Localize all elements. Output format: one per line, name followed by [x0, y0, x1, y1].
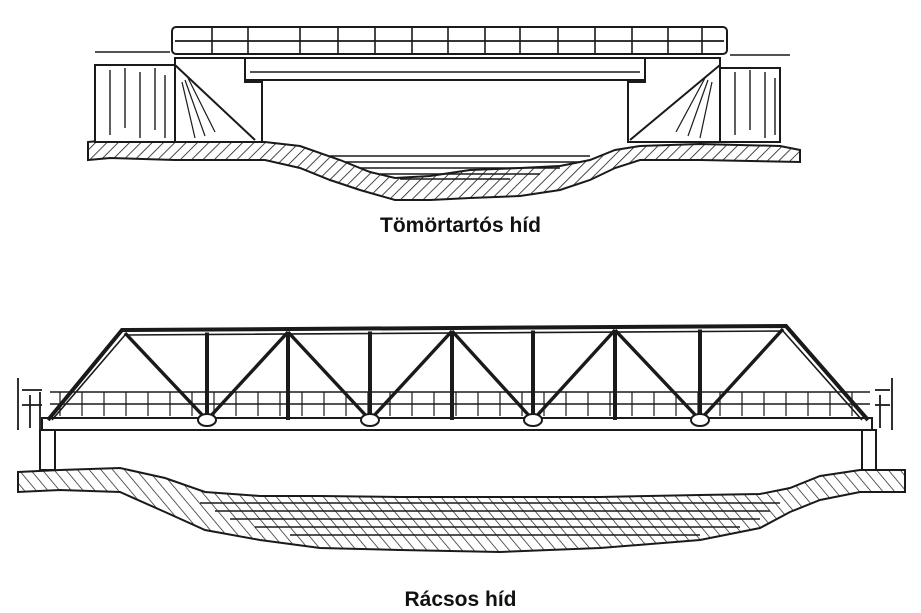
truss-bridge-drawing	[17, 323, 906, 554]
truss-diagonal-7	[613, 328, 702, 422]
truss-deck-railing-posts	[59, 392, 853, 416]
truss-diagonal-5	[450, 329, 535, 422]
truss-diagonals	[123, 327, 785, 422]
solid-girder-bridge-caption: Tömörtartós híd	[380, 214, 541, 237]
left-bank-ground	[87, 138, 801, 201]
truss-verticals	[205, 329, 702, 420]
truss-river-water	[200, 502, 780, 536]
truss-right-abutment	[861, 429, 877, 471]
truss-bridge-caption: Rácsos híd	[404, 588, 517, 611]
truss-top-chord	[46, 323, 870, 422]
truss-node-1	[197, 413, 217, 427]
river-water	[330, 155, 590, 180]
truss-diagonal-8	[698, 327, 785, 422]
truss-diagonal-3	[286, 330, 372, 422]
truss-node-4	[690, 413, 710, 427]
truss-diagonal-6	[531, 328, 617, 422]
approach-railing-right	[875, 378, 893, 430]
main-girder	[244, 57, 646, 81]
approach-railing-left	[17, 378, 42, 430]
truss-nodes	[197, 413, 710, 427]
truss-diagonal-2	[205, 330, 290, 422]
solid-girder-bridge-drawing	[87, 26, 801, 201]
truss-left-abutment	[39, 429, 56, 471]
truss-diagonal-4	[368, 329, 454, 422]
truss-diagonal-1	[123, 331, 209, 422]
left-embankment	[94, 64, 176, 143]
truss-node-2	[360, 413, 380, 427]
right-abutment	[627, 57, 721, 143]
truss-deck	[41, 417, 873, 431]
deck-railing-posts	[211, 28, 703, 53]
truss-node-3	[523, 413, 543, 427]
riverbed-ground	[17, 466, 906, 554]
